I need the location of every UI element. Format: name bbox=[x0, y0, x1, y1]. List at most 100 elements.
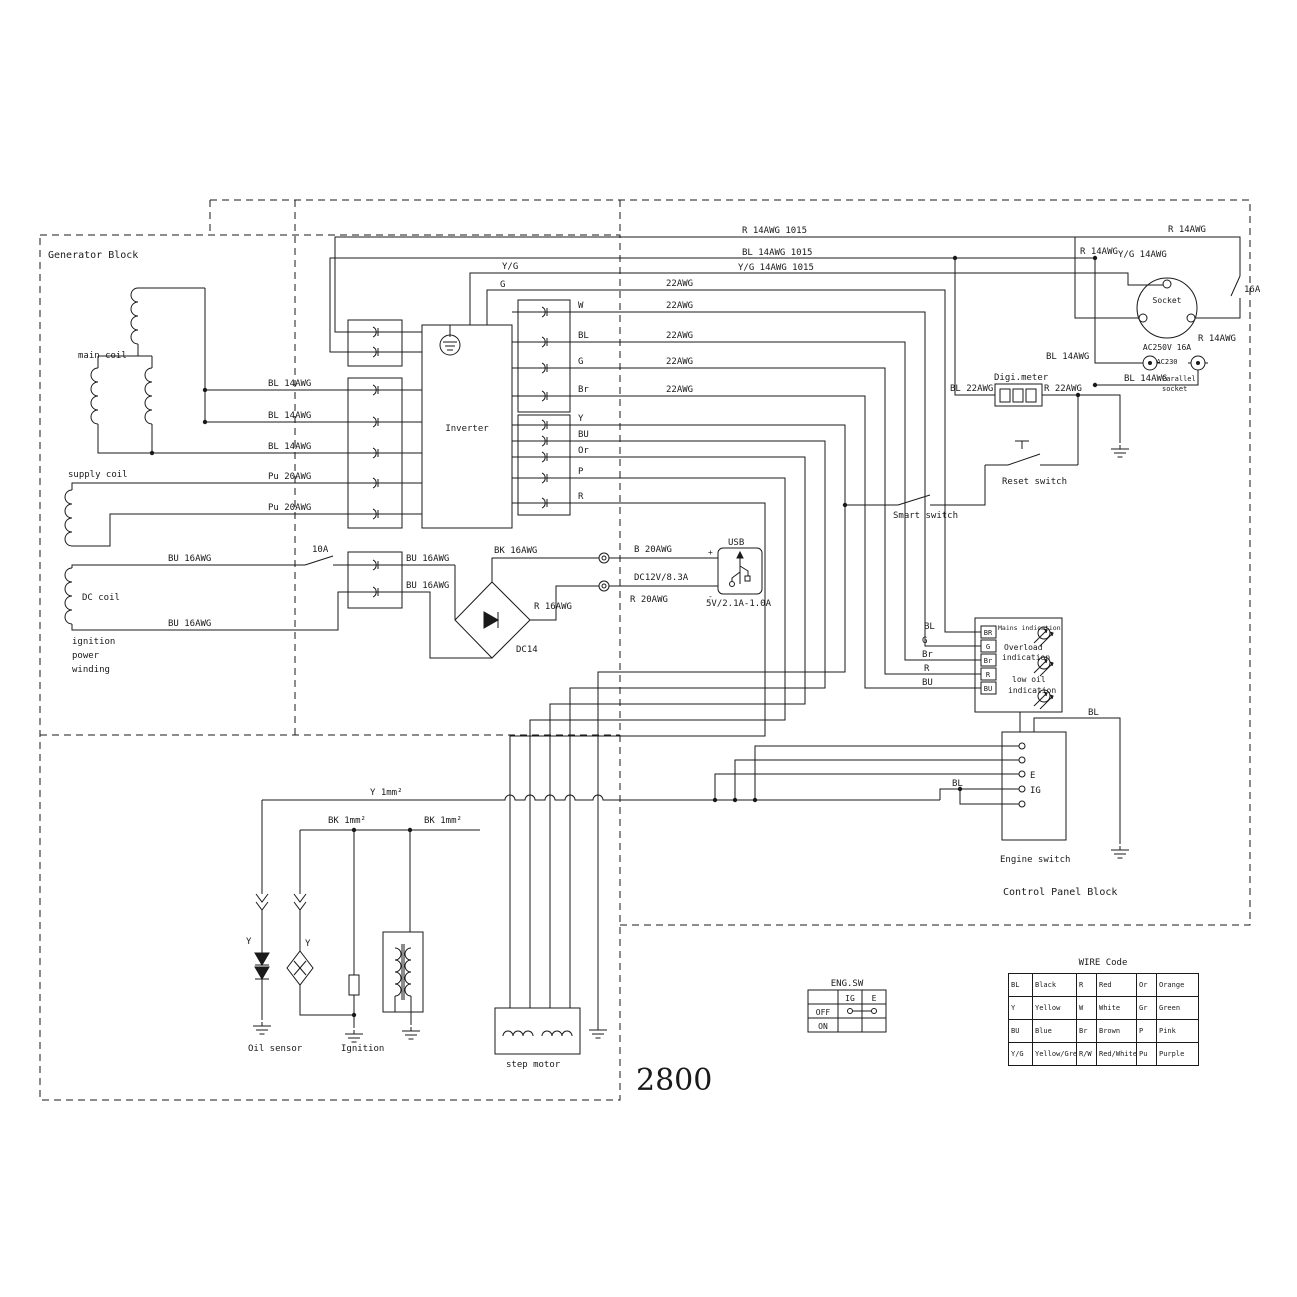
wire-code-cell: Gr bbox=[1136, 996, 1157, 1020]
indicator-pin-3: Br bbox=[984, 657, 992, 665]
left-connector-lower bbox=[347, 377, 403, 529]
eng-sw-row-off: OFF bbox=[816, 1008, 831, 1017]
digi-meter-label: Digi.meter bbox=[994, 373, 1049, 383]
eng-sw-row-on: ON bbox=[818, 1022, 828, 1031]
earth-ground-icon bbox=[439, 325, 461, 356]
awg22-label-1: 22AWG bbox=[666, 279, 693, 289]
ignition-winding-label-3: winding bbox=[72, 665, 110, 675]
inverter-yg-label: Y/G bbox=[502, 262, 518, 272]
wire-label-pu1: Pu 20AWG bbox=[268, 472, 311, 482]
indicator-wire-4: R bbox=[924, 664, 930, 674]
ground-icon-step bbox=[588, 1025, 608, 1039]
wiring-engine-switch bbox=[714, 712, 1121, 844]
yg14-label: Y/G 14AWG bbox=[1118, 250, 1167, 260]
step-motor bbox=[494, 1007, 581, 1055]
engine-switch-ig-label: IG bbox=[1030, 786, 1041, 796]
usb-label: USB bbox=[728, 538, 744, 548]
reset-switch bbox=[985, 440, 1078, 466]
left-connector-upper bbox=[347, 319, 422, 367]
wire-code-cell: Red bbox=[1096, 973, 1137, 997]
oil-sensor bbox=[254, 893, 354, 1020]
wire-code-cell: P bbox=[1136, 1019, 1157, 1043]
wire-code-cell: Pink bbox=[1156, 1019, 1199, 1043]
pin-label-r: R bbox=[578, 492, 584, 502]
bu-16awg-a: BU 16AWG bbox=[406, 554, 449, 564]
wire-code-row: Y/G Yellow/Green R/W Red/White Pu Purple bbox=[1008, 1042, 1199, 1066]
overload-label-1: Overload bbox=[1004, 643, 1043, 652]
wire-code-cell: Black bbox=[1032, 973, 1077, 997]
pin-label-br: Br bbox=[578, 385, 589, 395]
wiring-left bbox=[71, 389, 455, 631]
wire-code-row: BU Blue Br Brown P Pink bbox=[1008, 1019, 1199, 1043]
eng-sw-title: ENG.SW bbox=[831, 979, 864, 989]
wiring-right-mid bbox=[954, 237, 1199, 465]
y-1mm-label: Y 1mm² bbox=[370, 788, 403, 798]
inverter-label: Inverter bbox=[445, 424, 489, 434]
r22-label: R 22AWG bbox=[1044, 384, 1082, 394]
indicator-wire-1: BL bbox=[924, 622, 935, 632]
wire-code-cell: Or bbox=[1136, 973, 1157, 997]
bl14-b-label: BL 14AWG bbox=[1124, 374, 1167, 384]
wire-label-bl2: BL 14AWG bbox=[268, 411, 311, 421]
r14-top-label: R 14AWG bbox=[1168, 225, 1206, 235]
oil-y-label: Y bbox=[246, 937, 252, 947]
indicator-pin-2: G bbox=[986, 643, 990, 651]
wire-code-cell: Brown bbox=[1096, 1019, 1137, 1043]
pin-label-bu: BU bbox=[578, 430, 589, 440]
ignition-coil bbox=[348, 931, 424, 1028]
parallel-socket-label-1: Parallel bbox=[1162, 375, 1196, 383]
wire-code-cell: BU bbox=[1008, 1019, 1033, 1043]
wire-code-cell: White bbox=[1096, 996, 1137, 1020]
pin-label-y: Y bbox=[578, 414, 584, 424]
eng-sw-col-e: E bbox=[872, 994, 877, 1003]
wire-label-bu-bottom: BU 16AWG bbox=[168, 619, 211, 629]
reset-switch-label: Reset switch bbox=[1002, 477, 1067, 487]
wire-code-cell: R/W bbox=[1076, 1042, 1097, 1066]
engine-bl-top-label: BL bbox=[1088, 708, 1099, 718]
step-motor-label: step motor bbox=[506, 1060, 561, 1070]
indicator-pin-4: R bbox=[986, 671, 991, 679]
wire-code-table: WIRE Code BL Black R Red Or Orange Y Yel… bbox=[1008, 958, 1199, 1066]
control-panel-block-label: Control Panel Block bbox=[1003, 887, 1117, 898]
supply-coil bbox=[64, 489, 73, 547]
smart-switch-label: Smart switch bbox=[893, 511, 958, 521]
indicator-wire-5: BU bbox=[922, 678, 933, 688]
indicator-wire-3: Br bbox=[922, 650, 933, 660]
fuse-10a-label: 10A bbox=[312, 545, 329, 555]
parallel-bolt-b bbox=[1187, 355, 1209, 371]
wire-code-cell: Green bbox=[1156, 996, 1199, 1020]
pin-label-p: P bbox=[578, 467, 584, 477]
supply-coil-label: supply coil bbox=[68, 470, 128, 480]
wire-code-cell: Blue bbox=[1032, 1019, 1077, 1043]
dc14-label: DC14 bbox=[516, 645, 538, 655]
wire-code-cell: BL bbox=[1008, 973, 1033, 997]
usb-rating-label: 5V/2.1A-1.0A bbox=[706, 599, 772, 609]
socket-rating-label: AC250V 16A bbox=[1143, 343, 1191, 352]
ac230-label: AC230 bbox=[1156, 358, 1177, 366]
bk-1mm-label-a: BK 1mm² bbox=[328, 816, 366, 826]
awg22-label-2: 22AWG bbox=[666, 301, 693, 311]
main-coil-label: main coil bbox=[78, 351, 127, 361]
dc12v-label: DC12V/8.3A bbox=[634, 573, 689, 583]
eng-sw-table bbox=[807, 989, 887, 1033]
ground-icon-oil bbox=[252, 1021, 272, 1035]
ground-icon-engine bbox=[1110, 845, 1130, 859]
wire-code-cell: Yellow bbox=[1032, 996, 1077, 1020]
junction-dots bbox=[149, 255, 1098, 1018]
generator-block-label: Generator Block bbox=[48, 250, 138, 261]
overload-label-2: indication bbox=[1002, 653, 1050, 662]
ground-icon-ign1 bbox=[344, 1029, 364, 1043]
b-20awg-label: B 20AWG bbox=[634, 545, 672, 555]
parallel-socket-label-2: socket bbox=[1162, 385, 1187, 393]
indicator-wire-2: G bbox=[922, 636, 927, 646]
pin-label-bl: BL bbox=[578, 331, 589, 341]
ground-icon-meter bbox=[1110, 444, 1130, 458]
smart-switch bbox=[845, 465, 986, 506]
wire-code-cell: Orange bbox=[1156, 973, 1199, 997]
wire-code-cell: Y/G bbox=[1008, 1042, 1033, 1066]
wire-code-cell: W bbox=[1076, 996, 1097, 1020]
wire-label-bl1: BL 14AWG bbox=[268, 379, 311, 389]
ignition-label: Ignition bbox=[341, 1044, 384, 1054]
awg22-label-4: 22AWG bbox=[666, 357, 693, 367]
wire-code-cell: Br bbox=[1076, 1019, 1097, 1043]
